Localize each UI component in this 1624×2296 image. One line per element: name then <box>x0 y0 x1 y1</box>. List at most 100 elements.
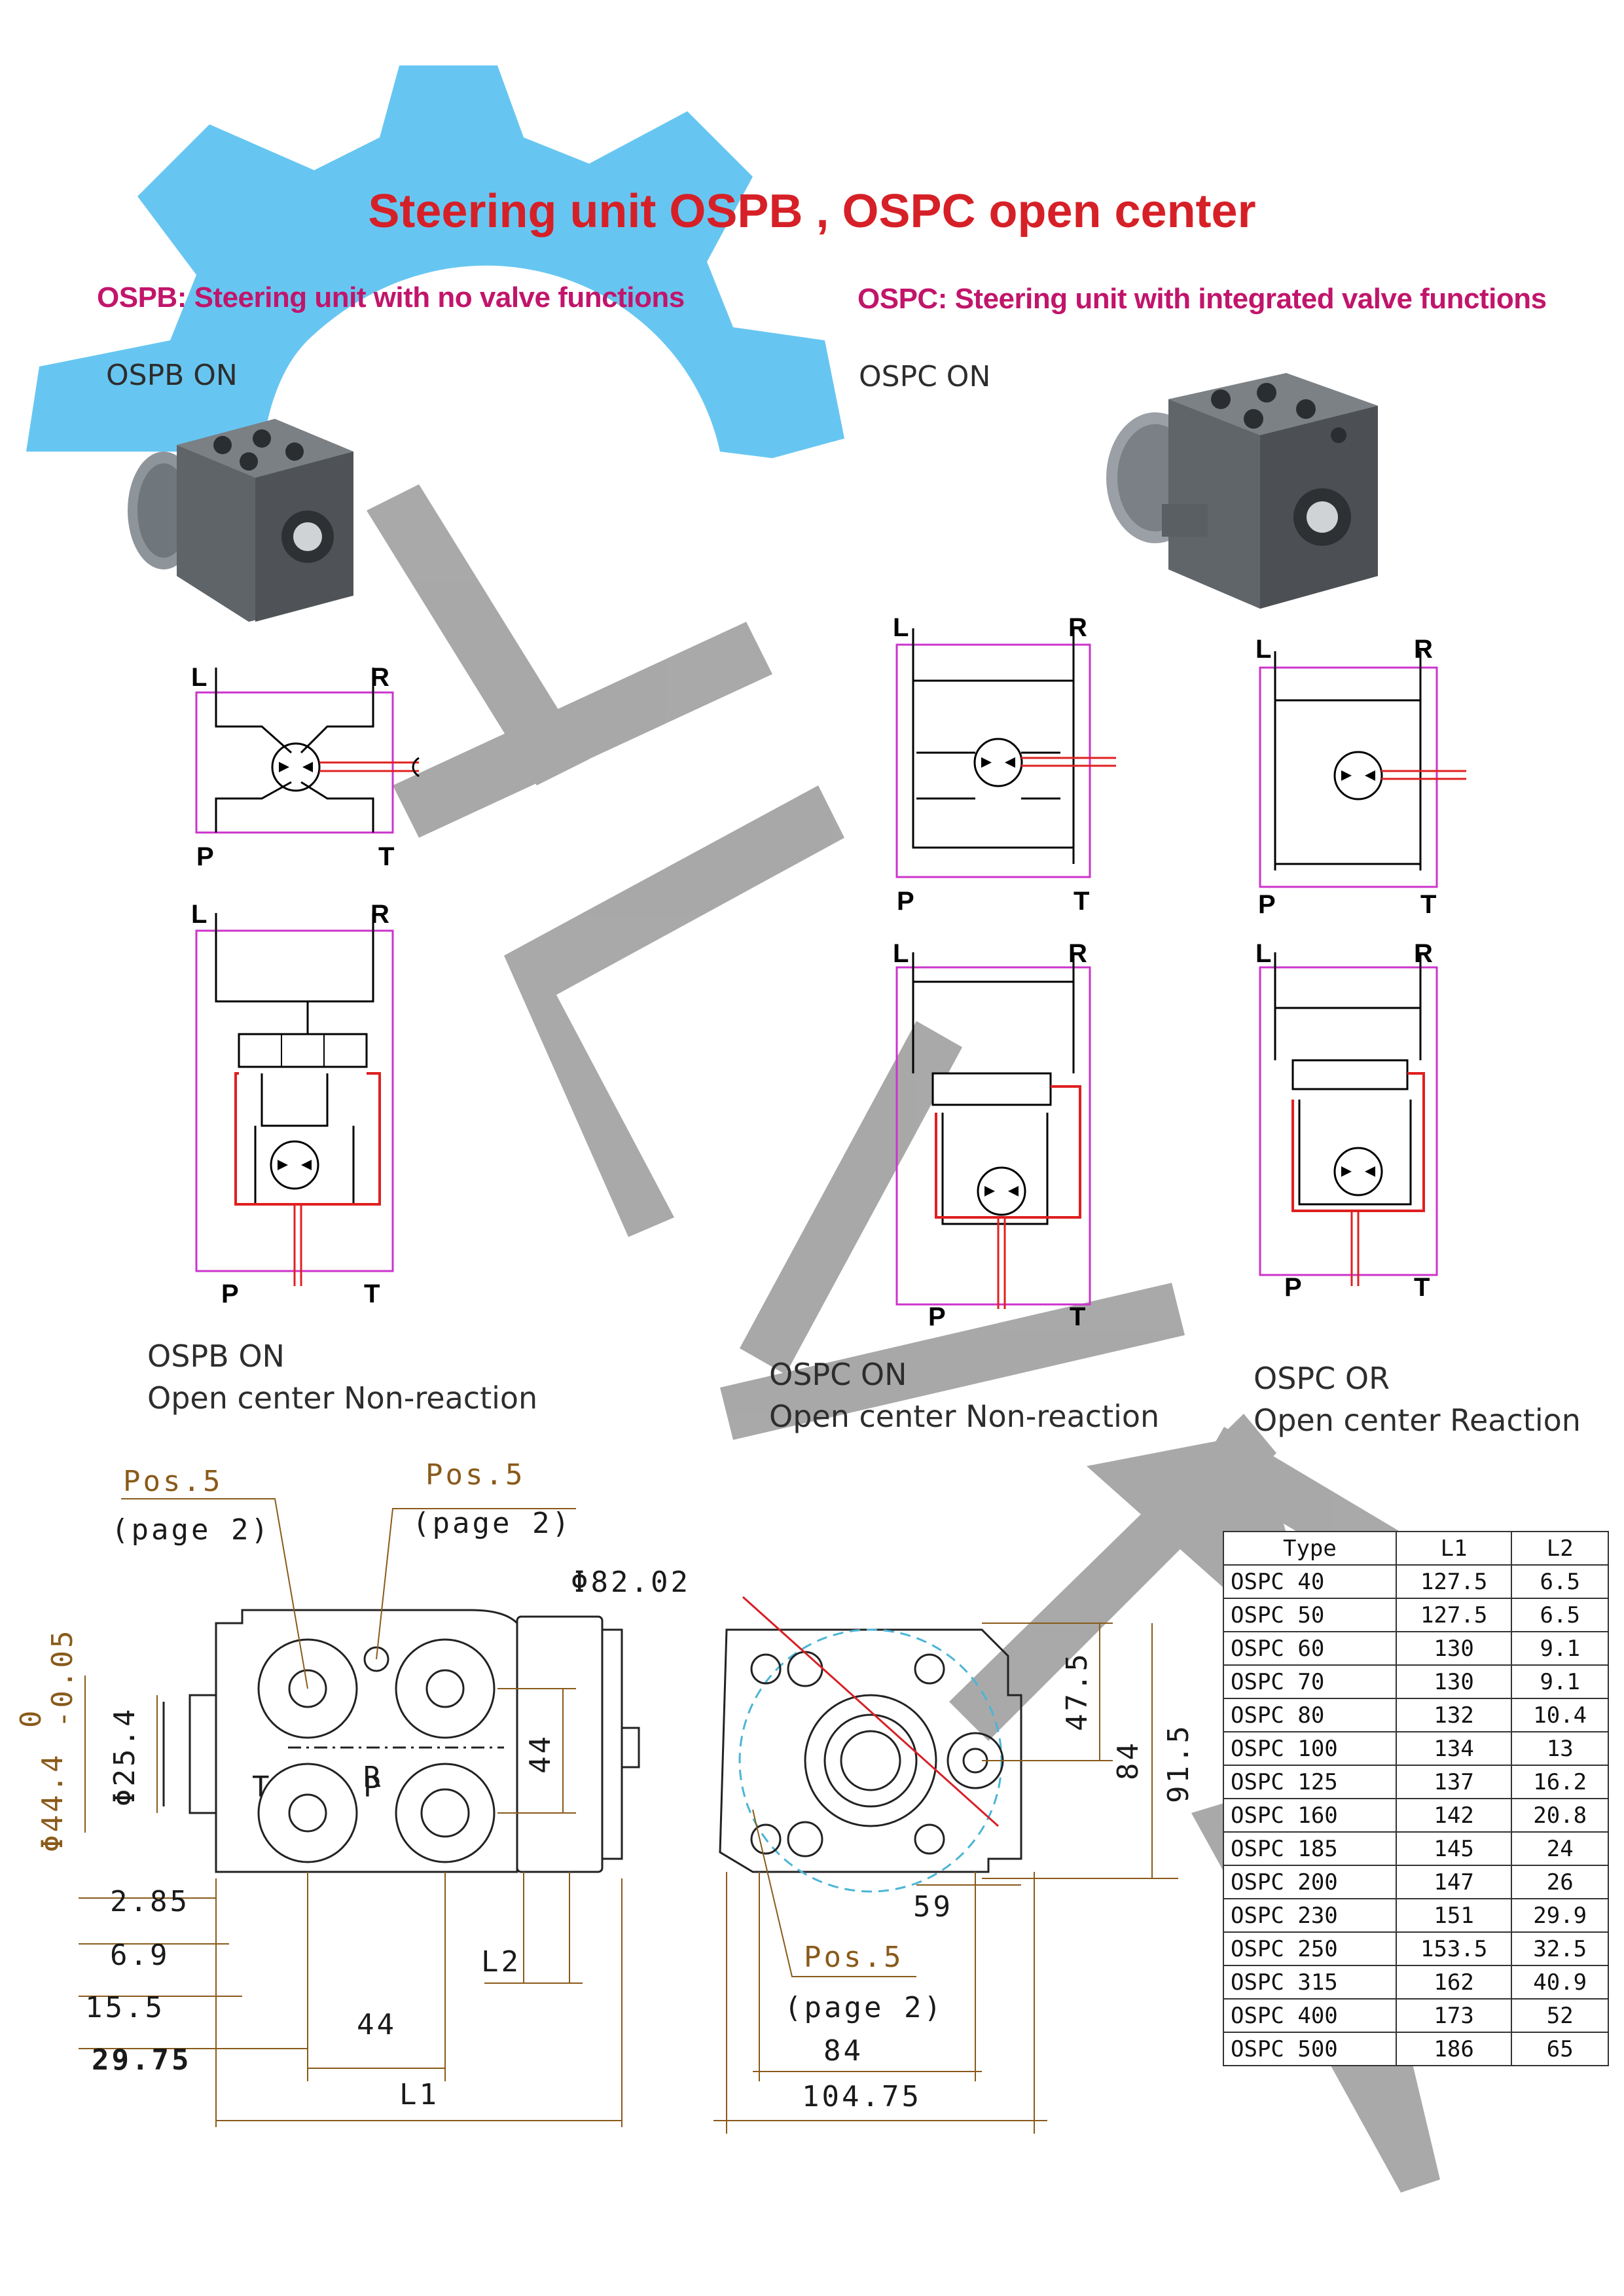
pos5-label-1: Pos.5 <box>123 1465 223 1498</box>
cell-l1: 142 <box>1395 1798 1513 1833</box>
cell-l1: 162 <box>1395 1965 1513 2000</box>
dim-44-4: Φ44.4 <box>36 1753 69 1852</box>
side-view-dimension-lines <box>79 1498 623 2127</box>
port-p-label: P <box>1284 1273 1302 1302</box>
cell-type: OSPC 80 <box>1223 1698 1397 1732</box>
ospc-or-schematic-1 <box>1259 651 1466 888</box>
cell-type: OSPC 100 <box>1223 1731 1397 1766</box>
cell-l1: 153.5 <box>1395 1931 1513 1966</box>
caption-line-2: Open center Non-reaction <box>769 1399 1160 1434</box>
side-view-drawing <box>162 1609 640 1873</box>
dim-tol-bot: -0.05 <box>46 1628 79 1728</box>
ospc-on-schematic-2 <box>895 952 1091 1309</box>
port-l-label: L <box>893 939 909 968</box>
character-watermark-icon <box>367 484 1499 2193</box>
ospb-photo-label: OSPB ON <box>106 359 238 392</box>
cell-type: OSPC 60 <box>1223 1631 1397 1666</box>
dim-44-vertical: 44 <box>524 1734 557 1774</box>
dim-91-5: 91.5 <box>1162 1723 1195 1803</box>
ospb-schematic-2 <box>195 913 394 1286</box>
port-p-label: P <box>1258 890 1276 919</box>
cell-type: OSPC 50 <box>1223 1598 1397 1632</box>
pos5-label-2: Pos.5 <box>425 1458 525 1492</box>
port-r-label: R <box>1414 939 1433 968</box>
page-title: Steering unit OSPB , OSPC open center <box>368 185 1256 238</box>
cell-l2: 6.5 <box>1511 1564 1609 1599</box>
cell-l2: 32.5 <box>1511 1931 1609 1966</box>
port-l-label: L <box>1255 939 1271 968</box>
port-l-label: L <box>1255 635 1271 664</box>
port-r-label: R <box>1068 939 1087 968</box>
page-ref-1: (page 2) <box>111 1513 271 1547</box>
cell-l1: 134 <box>1395 1731 1513 1766</box>
dim-84-vertical: 84 <box>1111 1740 1145 1780</box>
cell-l1: 127.5 <box>1395 1598 1513 1632</box>
dim-25-4: Φ25.4 <box>108 1707 141 1806</box>
dim-2-85: 2.85 <box>110 1885 190 1918</box>
cell-l1: 145 <box>1395 1831 1513 1866</box>
diameter-line <box>742 1596 1000 1827</box>
cell-l2: 20.8 <box>1511 1798 1609 1833</box>
header-type: Type <box>1223 1531 1397 1566</box>
cell-l1: 130 <box>1395 1664 1513 1699</box>
cell-l1: 147 <box>1395 1865 1513 1899</box>
port-r-label: R <box>370 663 389 692</box>
cell-type: OSPC 185 <box>1223 1831 1397 1866</box>
ospc-or-schematic-2 <box>1259 952 1438 1286</box>
ospb-product-photo <box>128 419 353 622</box>
port-l-label: L <box>191 900 207 929</box>
port-p-label: P <box>928 1302 946 1331</box>
caption-line-1: OSPC OR <box>1254 1361 1390 1396</box>
cell-type: OSPC 160 <box>1223 1798 1397 1833</box>
port-t-label: T <box>1420 890 1436 919</box>
port-r-label: R <box>1414 635 1433 664</box>
ospc-heading: OSPC: Steering unit with integrated valv… <box>857 283 1547 315</box>
cell-l2: 52 <box>1511 1998 1609 2033</box>
cell-l1: 130 <box>1395 1631 1513 1666</box>
face-r-label: R <box>363 1761 384 1794</box>
port-t-label: T <box>1074 887 1089 916</box>
dim-47-5: 47.5 <box>1060 1651 1094 1731</box>
dim-59: 59 <box>913 1890 953 1924</box>
port-t-label: T <box>364 1280 380 1308</box>
cell-type: OSPC 230 <box>1223 1898 1397 1933</box>
dim-84-horizontal: 84 <box>823 2034 863 2068</box>
cell-l1: 132 <box>1395 1698 1513 1732</box>
cell-l2: 26 <box>1511 1865 1609 1899</box>
cell-type: OSPC 500 <box>1223 2032 1397 2066</box>
cell-type: OSPC 200 <box>1223 1865 1397 1899</box>
ospc-on-schematic-1 <box>895 628 1116 878</box>
cell-l1: 186 <box>1395 2032 1513 2066</box>
cell-l2: 40.9 <box>1511 1965 1609 2000</box>
caption-line-1: OSPC ON <box>769 1357 907 1392</box>
dim-104-75: 104.75 <box>802 2080 922 2113</box>
cell-type: OSPC 400 <box>1223 1998 1397 2033</box>
ospc-or-caption: OSPC OR Open center Reaction <box>1254 1357 1581 1441</box>
cell-l2: 10.4 <box>1511 1698 1609 1732</box>
port-t-label: T <box>1070 1302 1086 1331</box>
cell-l2: 9.1 <box>1511 1631 1609 1666</box>
ospc-photo-label: OSPC ON <box>859 360 991 393</box>
cell-l2: 16.2 <box>1511 1765 1609 1799</box>
port-t-label: T <box>378 842 394 871</box>
ospc-caption: OSPC ON Open center Non-reaction <box>769 1354 1159 1437</box>
dim-82-02: Φ82.02 <box>571 1566 691 1599</box>
ospb-caption: OSPB ON Open center Non-reaction <box>147 1335 537 1419</box>
dim-l1: L1 <box>399 2078 439 2111</box>
caption-line-1: OSPB ON <box>147 1338 285 1374</box>
face-p-label: P <box>363 1770 384 1804</box>
port-r-label: R <box>370 900 389 929</box>
cell-type: OSPC 40 <box>1223 1564 1397 1599</box>
